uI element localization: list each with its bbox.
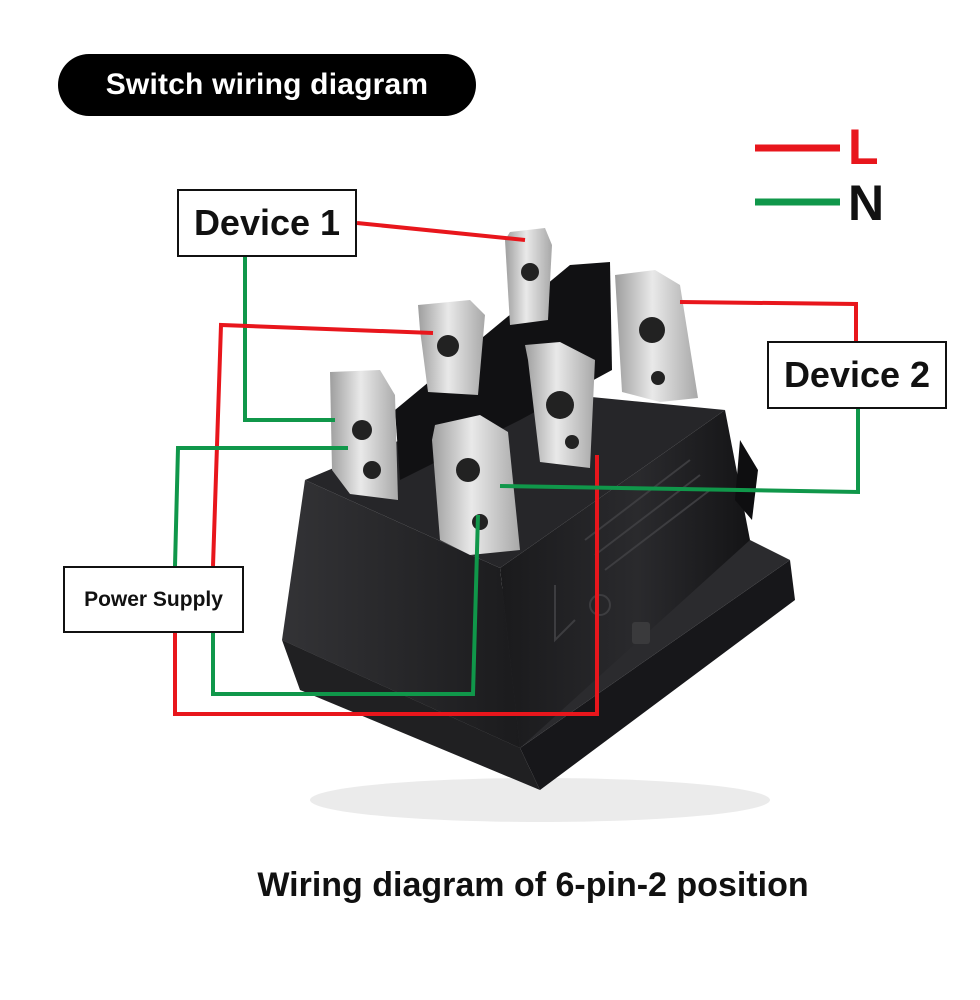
- switch-markings: [554, 459, 711, 643]
- wire-device1-neutral: [243, 257, 335, 422]
- wire-psu-neutral-a: [173, 446, 348, 567]
- diagram-title: Switch wiring diagram: [58, 54, 476, 116]
- switch-body-left: [282, 480, 520, 748]
- switch-body-top: [305, 390, 725, 568]
- terminal-pins: [330, 228, 698, 555]
- device2-label: Device 2: [767, 341, 947, 409]
- wire-device2-live: [679, 300, 858, 341]
- wire-psu-live-b: [173, 455, 599, 716]
- wire-device2-neutral: [499, 409, 860, 495]
- diagram-caption: Wiring diagram of 6-pin-2 position: [257, 866, 809, 904]
- pin-top-right: [615, 270, 698, 402]
- pin-mid-left: [418, 300, 485, 395]
- switch-shadow: [310, 778, 770, 822]
- legend-label-neutral: N: [848, 175, 885, 231]
- power-supply-label: Power Supply: [63, 566, 244, 633]
- switch-flange-front: [520, 560, 795, 790]
- switch-rocker-side: [735, 440, 758, 520]
- legend-label-live: L: [848, 119, 879, 175]
- wire-psu-live-a: [211, 322, 434, 567]
- pin-front-left: [330, 370, 398, 500]
- pin-top-center: [505, 228, 552, 325]
- mount-slot: [632, 622, 650, 644]
- device1-label: Device 1: [177, 189, 357, 257]
- wire-device1-live: [356, 221, 526, 242]
- pin-mid-right: [525, 342, 595, 468]
- switch-body-front: [500, 410, 750, 748]
- wire-psu-neutral-b: [211, 514, 480, 696]
